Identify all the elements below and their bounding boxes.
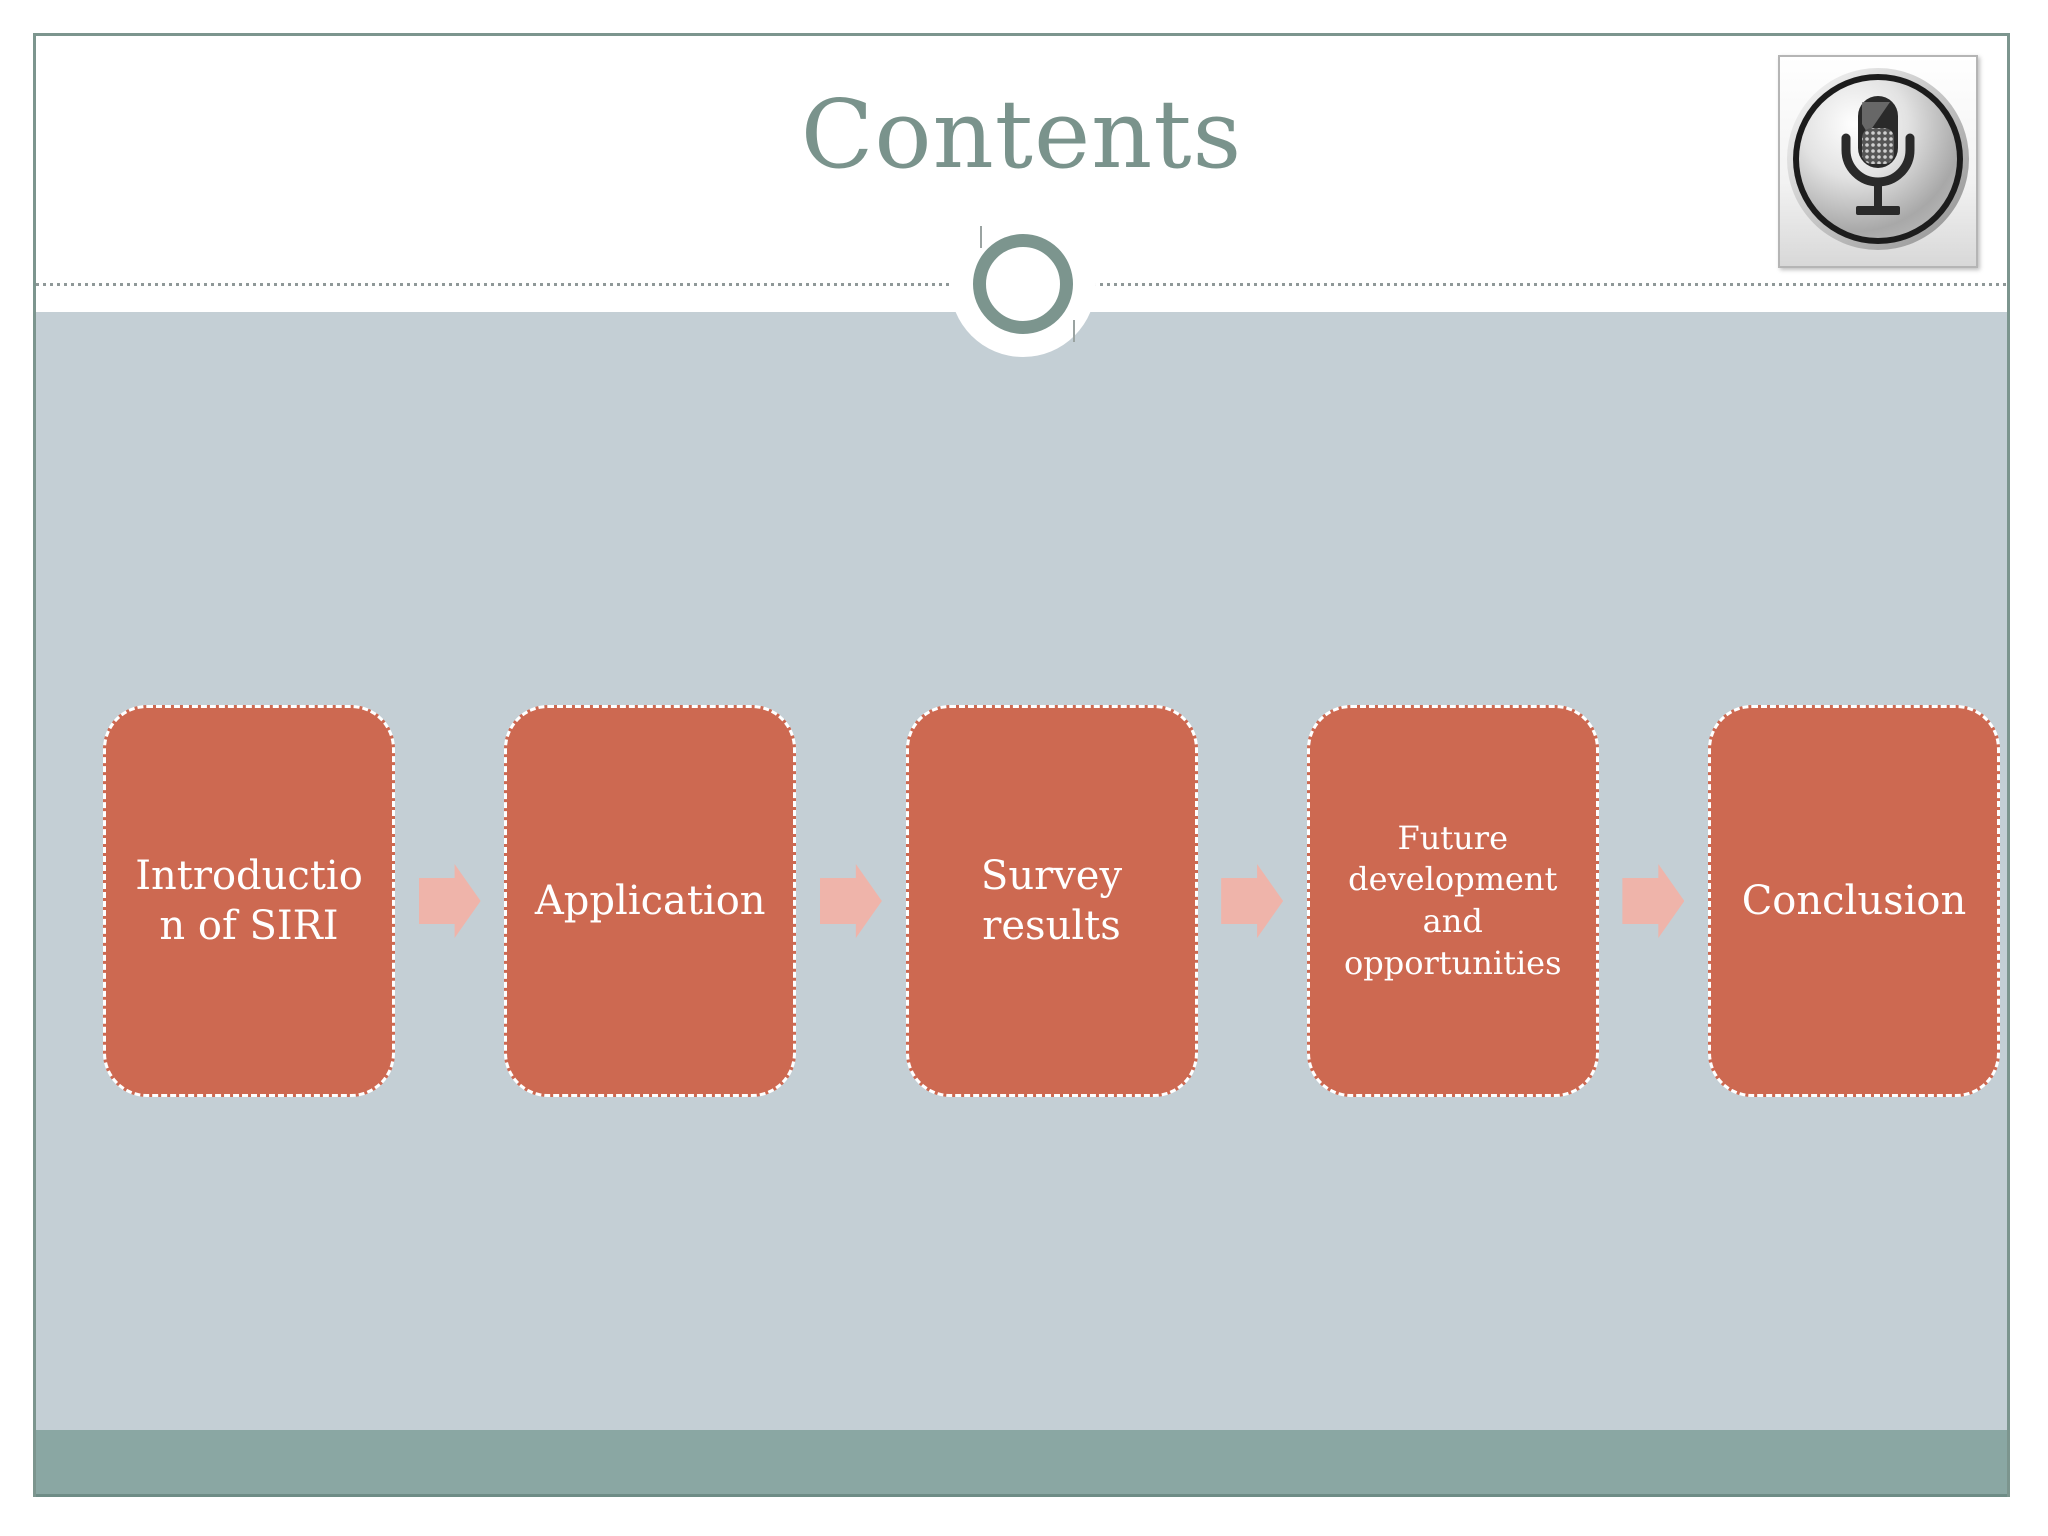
microphone-glyph <box>1841 96 1915 215</box>
arrow-right-icon <box>1221 864 1284 938</box>
siri-icon-face <box>1799 80 1957 238</box>
flow-box-label: Application <box>534 878 766 924</box>
siri-icon-dark-ring <box>1793 74 1963 244</box>
siri-microphone-icon <box>1778 55 1978 268</box>
flow-box-label: Survey results <box>980 853 1123 949</box>
flow-box-label: Conclusion <box>1741 878 1967 924</box>
flow-box: Introductio n of SIRI <box>103 705 395 1097</box>
flow-box-label: Introductio n of SIRI <box>135 853 363 949</box>
tick-mark <box>980 226 982 248</box>
flow-box-label: Future development and opportunities <box>1343 818 1562 982</box>
slide-frame: Contents <box>33 33 2010 1497</box>
flow-box: Application <box>504 705 797 1097</box>
arrow-right-icon <box>418 864 481 938</box>
tick-mark <box>1073 320 1075 342</box>
flow-box: Future development and opportunities <box>1306 705 1599 1097</box>
slide-title: Contents <box>800 80 1243 190</box>
arrow-right-icon <box>1622 864 1685 938</box>
footer-bar <box>36 1430 2007 1497</box>
flow-box: Survey results <box>905 705 1198 1097</box>
flow-box: Conclusion <box>1708 705 2000 1097</box>
circle-ring-ornament <box>973 234 1073 334</box>
arrow-right-icon <box>819 864 882 938</box>
flow-diagram: Introductio n of SIRI Application Survey… <box>103 705 2000 1097</box>
siri-icon-outer-ring <box>1787 68 1969 250</box>
